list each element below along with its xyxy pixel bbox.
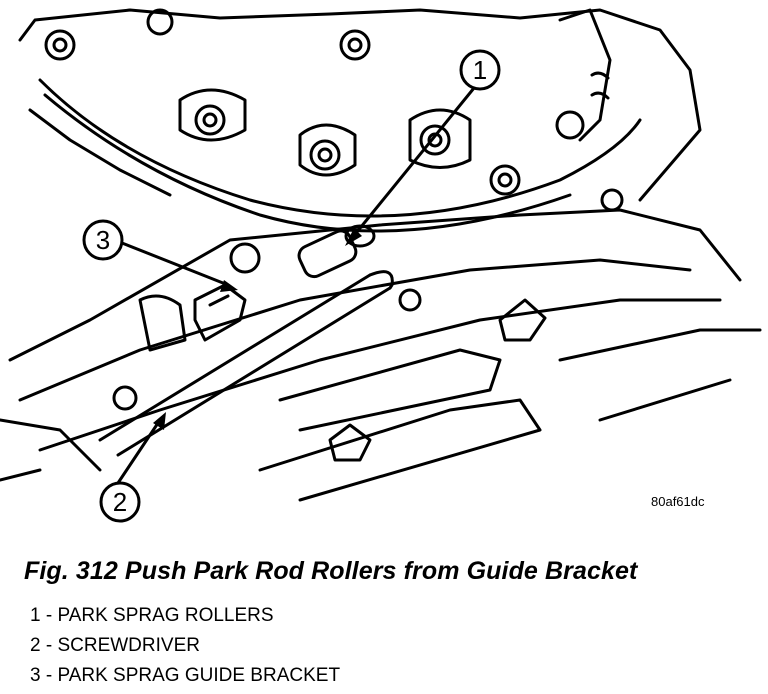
bolt [398,288,422,312]
bolt [600,188,624,212]
park-sprag-guide-bracket [193,283,247,342]
bolt [555,110,585,140]
legend: 1 - PARK SPRAG ROLLERS 2 - SCREWDRIVER 3… [30,601,340,691]
screwdriver-shaft [98,273,372,442]
figure-caption: Fig. 312 Push Park Rod Rollers from Guid… [24,557,638,585]
callout-number-2: 2 [113,487,127,517]
callout-number-1: 1 [473,55,487,85]
case-lower-edge [38,78,642,218]
bolt [146,8,174,36]
bolt [44,29,76,61]
legend-item: 2 - SCREWDRIVER [30,635,200,656]
callout-3 [82,219,229,287]
bolt [489,164,521,196]
technical-illustration: 1 3 2 [0,8,762,523]
bolt [309,139,341,171]
case-outline [18,8,702,202]
bolt [419,124,451,156]
bolt [339,29,371,61]
callout-number-3: 3 [96,225,110,255]
bolt [112,385,138,411]
lower-housing [8,208,742,362]
callout-1 [350,49,501,239]
callout-2 [99,419,162,523]
bolt [194,104,226,136]
figure-id: 80af61dc [651,494,705,509]
legend-item: 3 - PARK SPRAG GUIDE BRACKET [30,665,341,686]
legend-item: 1 - PARK SPRAG ROLLERS [30,605,274,626]
park-sprag-rollers [297,229,358,279]
